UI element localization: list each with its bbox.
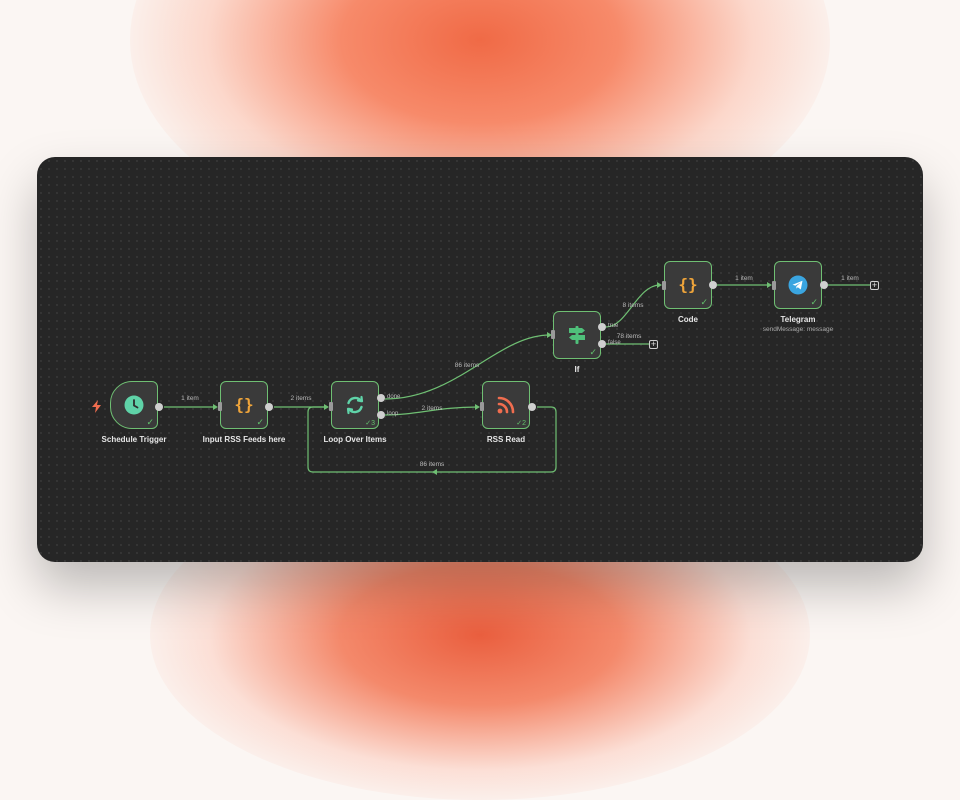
- telegram-icon: [775, 262, 821, 308]
- edge-label-schedule-input: 1 item: [181, 395, 199, 402]
- edge-label-telegram-out: 1 item: [841, 275, 859, 282]
- port-label-done: done: [387, 394, 401, 400]
- node-telegram[interactable]: ✓ Telegram sendMessage: message: [763, 261, 833, 333]
- node-title: Schedule Trigger: [101, 435, 167, 444]
- success-check-icon: ✓: [700, 297, 708, 307]
- workflow-canvas[interactable]: 1 item 2 items 86 items 2 items 86 items…: [37, 157, 923, 562]
- arrowhead-code-telegram: [767, 282, 772, 288]
- node-title: Loop Over Items: [323, 435, 387, 444]
- success-check-icon: ✓: [589, 347, 597, 357]
- arrowhead-rss-loop: [432, 469, 437, 475]
- signpost-icon: [554, 312, 600, 358]
- clock-icon: [111, 382, 157, 428]
- connections-layer: [164, 282, 870, 475]
- output-port-telegram[interactable]: [820, 281, 828, 289]
- run-count-badge: ✓3: [365, 420, 375, 427]
- node-rss-read[interactable]: ✓2 RSS Read: [482, 381, 530, 444]
- edge-label-loop-rss: 2 items: [421, 405, 443, 412]
- node-code[interactable]: {} ✓ Code: [664, 261, 712, 324]
- success-check-icon: ✓: [256, 417, 264, 427]
- input-port-rss[interactable]: [480, 402, 484, 411]
- refresh-arrows-icon: [332, 382, 378, 428]
- output-port-schedule[interactable]: [155, 403, 163, 411]
- node-schedule-trigger[interactable]: ✓ Schedule Trigger: [102, 381, 166, 444]
- lightning-bolt-icon: [92, 400, 101, 413]
- output-port-loop-done[interactable]: [377, 394, 385, 402]
- output-port-if-true[interactable]: [598, 323, 606, 331]
- edge-if-code: [605, 284, 661, 328]
- output-port-rss[interactable]: [528, 403, 536, 411]
- output-port-loop-loop[interactable]: [377, 411, 385, 419]
- edge-label-input-loop: 2 items: [290, 395, 312, 402]
- node-if[interactable]: ✓ If: [553, 311, 601, 374]
- add-node-button-if-false[interactable]: +: [649, 339, 658, 349]
- node-title: If: [574, 365, 580, 374]
- input-port-code[interactable]: [662, 281, 666, 290]
- add-node-button-telegram[interactable]: +: [870, 280, 879, 290]
- edge-loop-if: [384, 334, 551, 400]
- input-port-loop[interactable]: [329, 402, 333, 411]
- success-check-icon: ✓: [146, 417, 154, 427]
- arrowhead-loop-rss: [475, 404, 480, 410]
- port-label-loop: loop: [387, 411, 399, 417]
- input-port-input[interactable]: [218, 402, 222, 411]
- node-subtitle: sendMessage: message: [762, 326, 834, 333]
- run-count: 3: [371, 420, 375, 427]
- arrowhead-schedule-input: [213, 404, 218, 410]
- edge-label-loop-if: 86 items: [454, 362, 480, 369]
- rss-icon: [483, 382, 529, 428]
- code-braces-icon: {}: [221, 382, 267, 428]
- output-port-code[interactable]: [709, 281, 717, 289]
- arrowhead-if-code: [657, 282, 662, 288]
- run-count-badge: ✓2: [516, 420, 526, 427]
- output-port-input[interactable]: [265, 403, 273, 411]
- edge-label-if-code: 8 items: [622, 302, 644, 309]
- code-braces-icon: {}: [665, 262, 711, 308]
- node-title: Telegram: [780, 315, 816, 324]
- input-port-telegram[interactable]: [772, 281, 776, 290]
- node-title: RSS Read: [486, 435, 526, 444]
- node-title: Input RSS Feeds here: [202, 435, 286, 444]
- edge-label-if-false: 78 items: [616, 333, 642, 340]
- node-loop-over-items[interactable]: ✓3 Loop Over Items: [323, 381, 387, 444]
- edge-label-code-telegram: 1 item: [735, 275, 753, 282]
- port-label-true: true: [608, 323, 619, 329]
- run-count: 2: [522, 420, 526, 427]
- edge-label-rss-loop: 86 items: [419, 461, 445, 468]
- svg-text:{}: {}: [234, 395, 253, 414]
- node-input-rss-feeds[interactable]: {} ✓ Input RSS Feeds here: [203, 381, 285, 444]
- arrowhead-loop-if: [547, 332, 552, 338]
- node-title: Code: [678, 315, 698, 324]
- arrowhead-input-loop: [324, 404, 329, 410]
- port-label-false: false: [608, 340, 621, 346]
- edge-loop-rss: [384, 406, 479, 416]
- svg-text:{}: {}: [678, 275, 697, 294]
- input-port-if[interactable]: [551, 330, 555, 339]
- success-check-icon: ✓: [810, 297, 818, 307]
- output-port-if-false[interactable]: [598, 340, 606, 348]
